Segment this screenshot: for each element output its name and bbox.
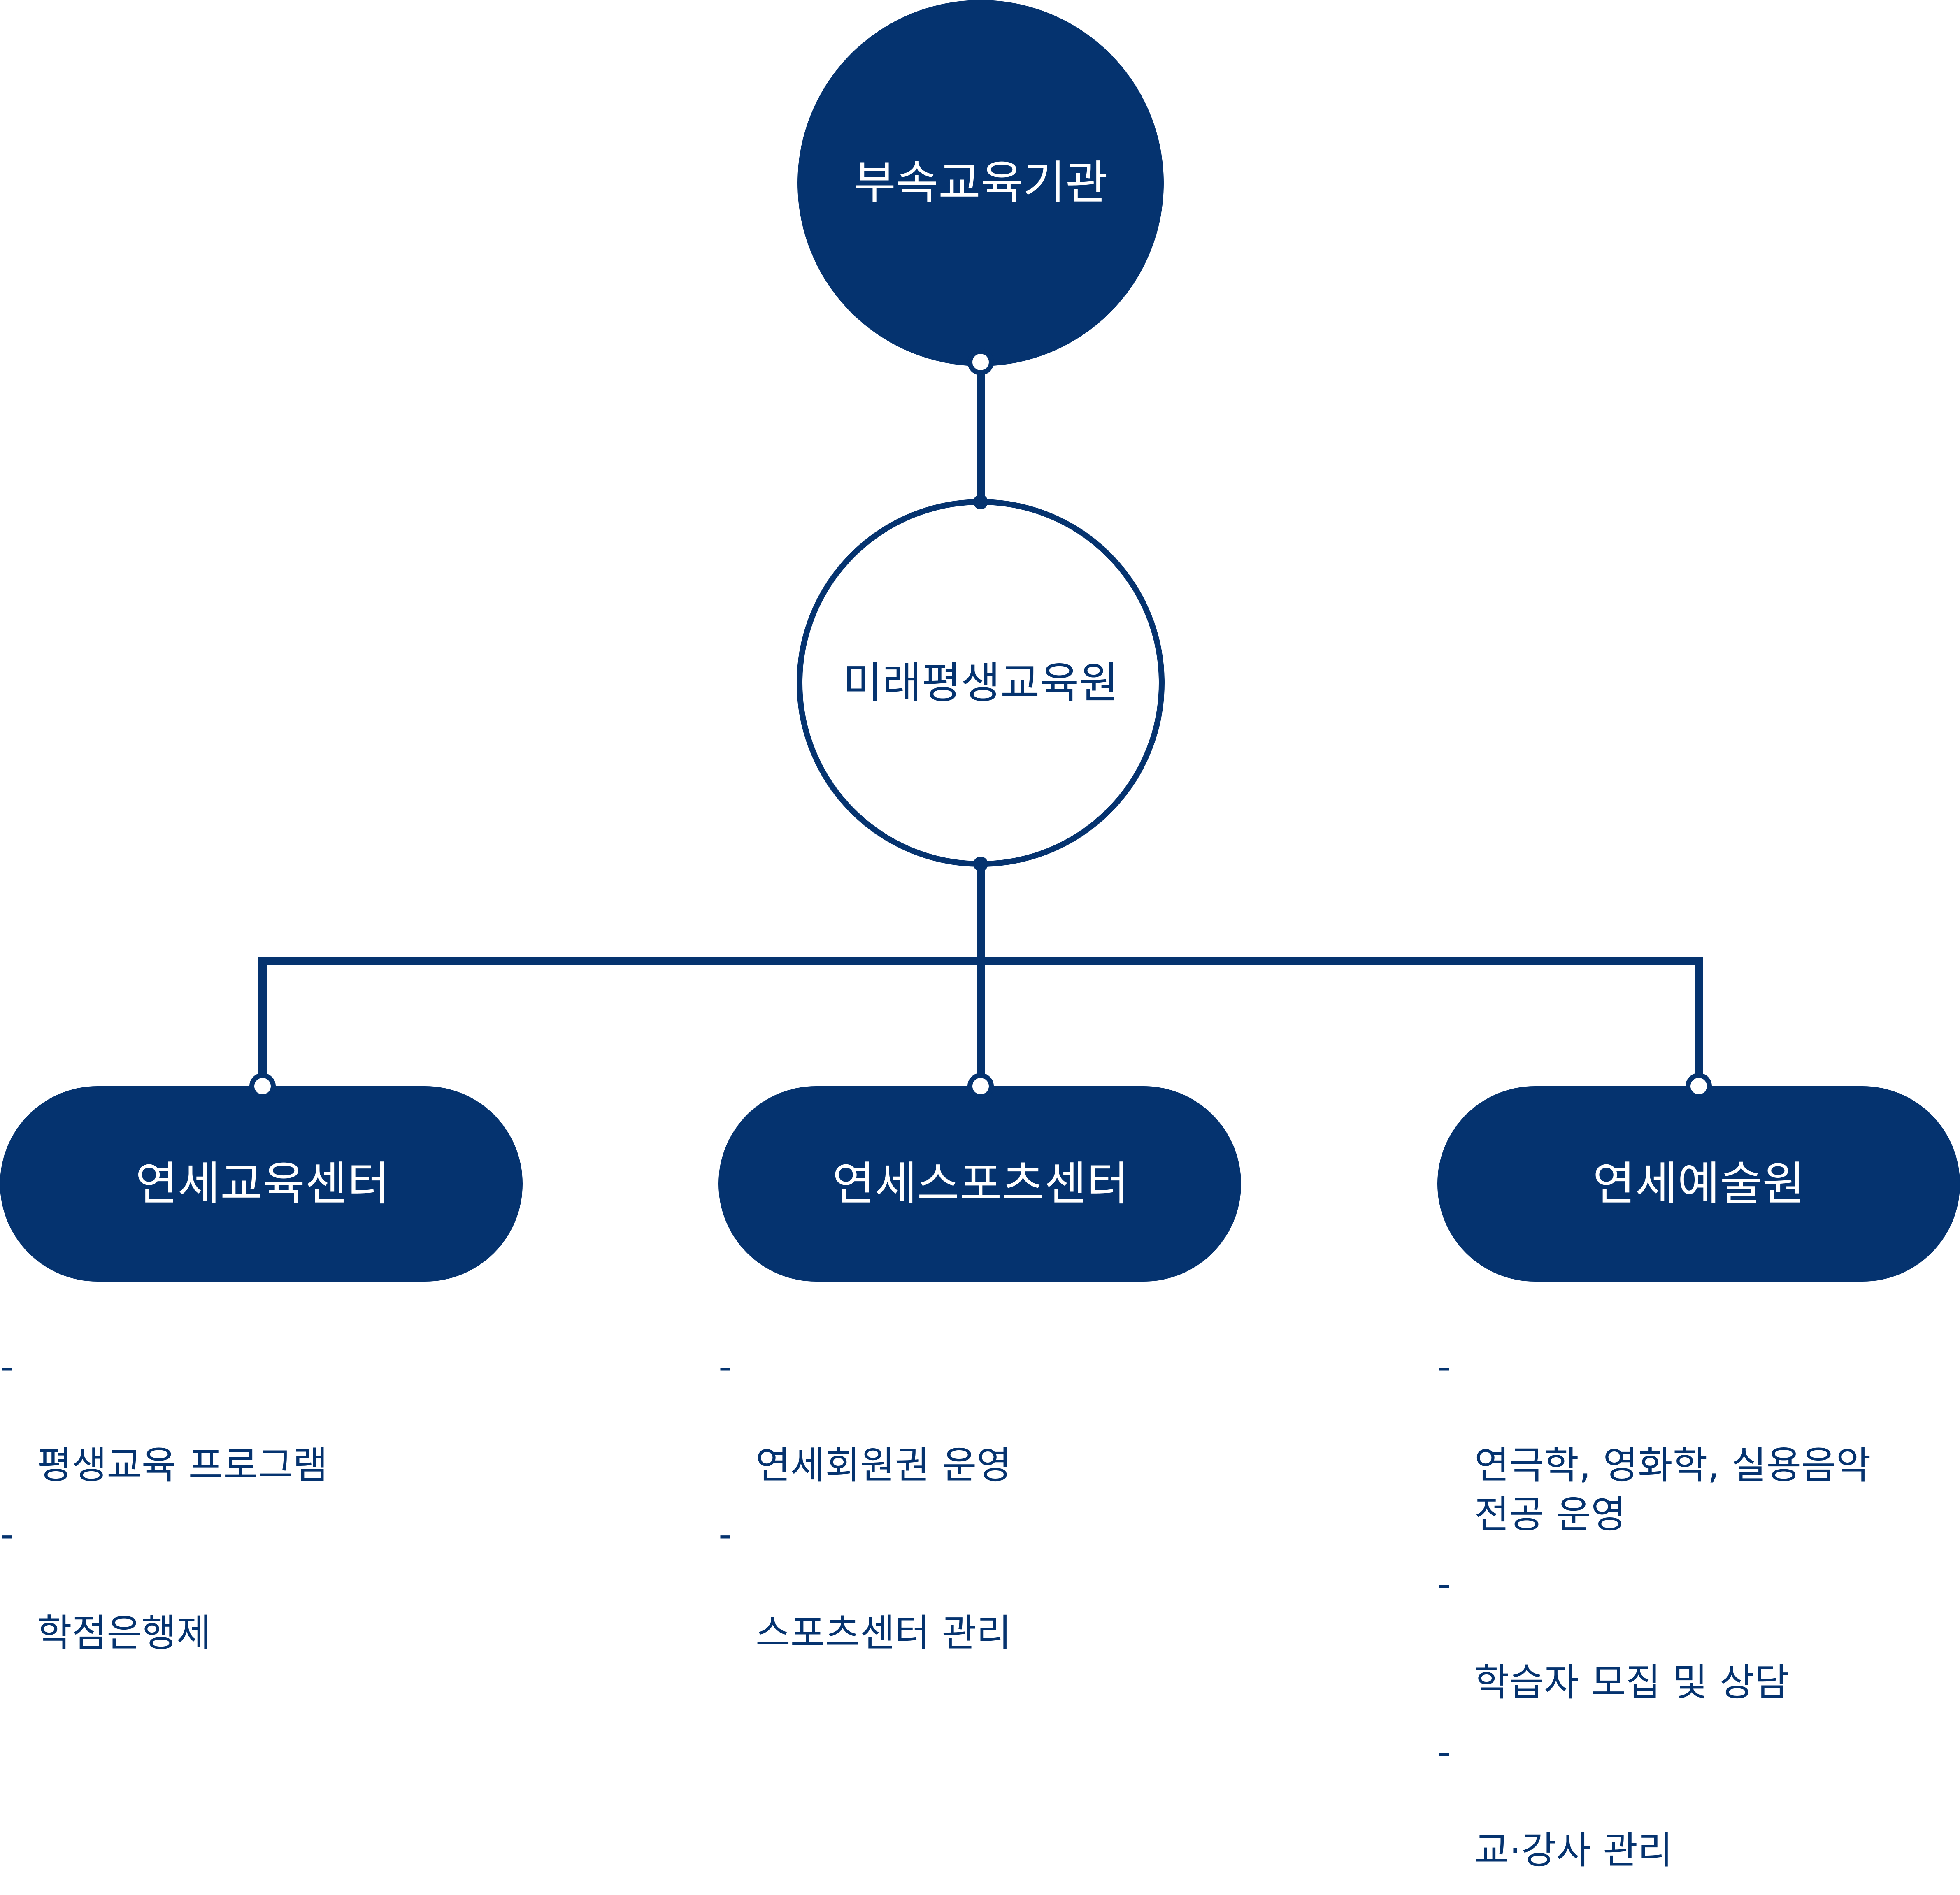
list-item: - 평생교육 프로그램 [0, 1342, 576, 1490]
bullet-dash: - [0, 1345, 14, 1389]
list-item: - 연극학, 영화학, 실용음악 전공 운영 [1437, 1342, 1956, 1540]
list-item-text: 연세회원권 운영 [756, 1443, 1011, 1487]
list-item: - 학점은행제 [0, 1510, 576, 1658]
desc-list-arts: - 연극학, 영화학, 실용음악 전공 운영 - 학습자 모집 및 상담 - 교… [1437, 1342, 1956, 1895]
child-node-education: 연세교육센터 [0, 1086, 523, 1282]
child-label-sports: 연세스포츠센터 [832, 1157, 1129, 1211]
bullet-dash: - [1437, 1562, 1451, 1606]
dot-middle-top [973, 495, 988, 509]
child-label-education: 연세교육센터 [135, 1157, 390, 1211]
dot-root-bottom [967, 349, 994, 375]
dot-child-arts [1686, 1073, 1712, 1099]
bullet-dash: - [718, 1512, 732, 1556]
list-item: - 학습자 모집 및 상담 [1437, 1559, 1956, 1707]
child-pill-education [0, 1086, 523, 1282]
list-item-text: 학점은행제 [37, 1611, 212, 1655]
desc-list-sports: - 연세회원권 운영 - 스포츠센터 관리 [718, 1342, 1295, 1678]
root-label: 부속교육기관 [853, 156, 1108, 210]
list-item: - 연세회원권 운영 [718, 1342, 1295, 1490]
child-node-arts: 연세예술원 [1437, 1086, 1960, 1282]
dot-middle-bottom [973, 857, 988, 871]
list-item: - 교·강사 관리 [1437, 1727, 1956, 1875]
child-pill-arts [1437, 1086, 1960, 1282]
connector-lines [258, 362, 1703, 1086]
middle-label: 미래평생교육원 [843, 658, 1118, 708]
bullet-dash: - [1437, 1730, 1451, 1774]
list-item-text: 평생교육 프로그램 [37, 1443, 328, 1487]
bullet-dash: - [0, 1512, 14, 1556]
list-item-text: 스포츠센터 관리 [756, 1611, 1011, 1655]
desc-list-education: - 평생교육 프로그램 - 학점은행제 [0, 1342, 576, 1678]
bullet-dash: - [718, 1345, 732, 1389]
middle-node: 미래평생교육원 [797, 499, 1165, 867]
list-item-text: 연극학, 영화학, 실용음악 전공 운영 [1474, 1443, 1871, 1537]
root-node: 부속교육기관 [797, 0, 1164, 366]
list-item-text: 교·강사 관리 [1474, 1828, 1673, 1872]
child-pill-sports [718, 1086, 1241, 1282]
dot-child-education [249, 1073, 276, 1099]
child-label-arts: 연세예술원 [1593, 1157, 1804, 1211]
org-chart-diagram: 부속교육기관 미래평생교육원 연세교육센터 연세스포츠센터 연세예술원 [0, 0, 1960, 1282]
list-item: - 스포츠센터 관리 [718, 1510, 1295, 1658]
dot-child-sports [967, 1073, 994, 1099]
root-circle [797, 0, 1164, 366]
bullet-dash: - [1437, 1345, 1451, 1389]
connector-dots [249, 349, 1712, 1099]
connector-branch-bar [258, 957, 1703, 1086]
child-node-sports: 연세스포츠센터 [718, 1086, 1241, 1282]
list-item-text: 학습자 모집 및 상담 [1474, 1660, 1789, 1705]
